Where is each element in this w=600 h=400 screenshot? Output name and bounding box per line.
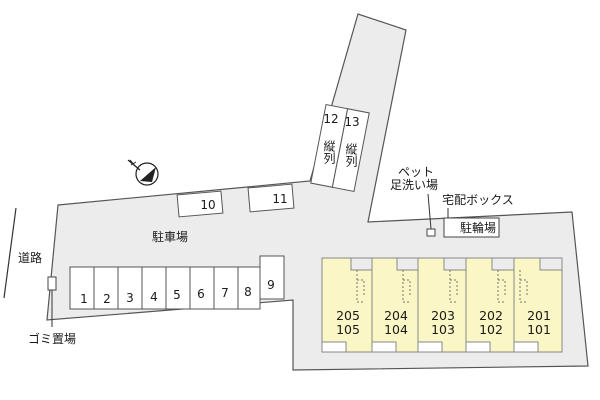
parking-stall bbox=[69, 266, 95, 310]
stall-number: 2 bbox=[103, 292, 111, 306]
stall-number: 4 bbox=[150, 290, 158, 304]
parking-stall bbox=[93, 266, 119, 310]
stall-number: 1 bbox=[80, 292, 88, 306]
pet-wash-label-line2: 足洗い場 bbox=[390, 178, 438, 192]
stall-number: 12 bbox=[323, 112, 338, 126]
garbage-label: ゴミ置場 bbox=[28, 331, 76, 346]
delivery-box-label: 宅配ボックス bbox=[442, 192, 514, 207]
unit: 204 104 bbox=[371, 257, 419, 353]
unit-upper-number: 203 bbox=[431, 308, 455, 323]
garbage-area-box bbox=[47, 276, 57, 291]
unit-upper-number: 204 bbox=[384, 308, 408, 323]
stall-number: 7 bbox=[221, 286, 229, 300]
unit-lower-number: 103 bbox=[431, 322, 455, 337]
unit-upper-number: 202 bbox=[479, 308, 503, 323]
road-label: 道路 bbox=[18, 250, 42, 265]
unit-lower-number: 101 bbox=[527, 322, 551, 337]
parking-label: 駐車場 bbox=[152, 229, 188, 244]
stall-number: 3 bbox=[126, 291, 134, 305]
stall-number: 5 bbox=[173, 288, 181, 302]
stall-number: 11 bbox=[272, 192, 287, 206]
parking-stall bbox=[259, 255, 285, 300]
road-edge bbox=[3, 207, 17, 299]
stall-number: 9 bbox=[267, 278, 275, 292]
parking-stall-10 bbox=[176, 190, 224, 218]
pet-wash-box bbox=[426, 228, 436, 237]
unit: 203 103 bbox=[417, 257, 467, 353]
parking-row: 1 2 3 4 5 6 7 8 9 bbox=[69, 255, 285, 310]
parking-stall bbox=[141, 266, 167, 310]
bicycle-parking-label: 駐輪場 bbox=[460, 220, 496, 235]
tandem-note: 縦列 bbox=[322, 140, 336, 164]
unit-lower-number: 105 bbox=[336, 322, 360, 337]
pet-wash-leader-line bbox=[427, 193, 432, 230]
bicycle-parking-box bbox=[443, 217, 500, 238]
building: 205 105 204 104 203 103 202 102 bbox=[321, 257, 563, 353]
parking-stall bbox=[189, 266, 215, 310]
parking-stall bbox=[165, 266, 191, 310]
parking-stall bbox=[117, 266, 143, 310]
unit-upper-number: 205 bbox=[336, 308, 360, 323]
unit: 201 101 bbox=[513, 257, 563, 353]
unit-lower-number: 102 bbox=[479, 322, 503, 337]
stall-number: 8 bbox=[244, 285, 252, 299]
stall-number: 10 bbox=[200, 198, 215, 212]
unit: 205 105 bbox=[321, 257, 373, 353]
stall-number: 6 bbox=[197, 287, 205, 301]
unit-upper-number: 201 bbox=[527, 308, 551, 323]
north-arrow-icon bbox=[127, 159, 159, 186]
parking-stall-11 bbox=[247, 183, 295, 213]
stall-number: 13 bbox=[344, 115, 359, 129]
tandem-stalls bbox=[310, 103, 370, 193]
tandem-stall-13 bbox=[331, 108, 370, 193]
unit: 202 102 bbox=[465, 257, 515, 353]
tandem-note: 縦列 bbox=[344, 143, 358, 167]
unit-lower-number: 104 bbox=[384, 322, 408, 337]
pet-wash-label-line1: ペット bbox=[398, 165, 434, 179]
